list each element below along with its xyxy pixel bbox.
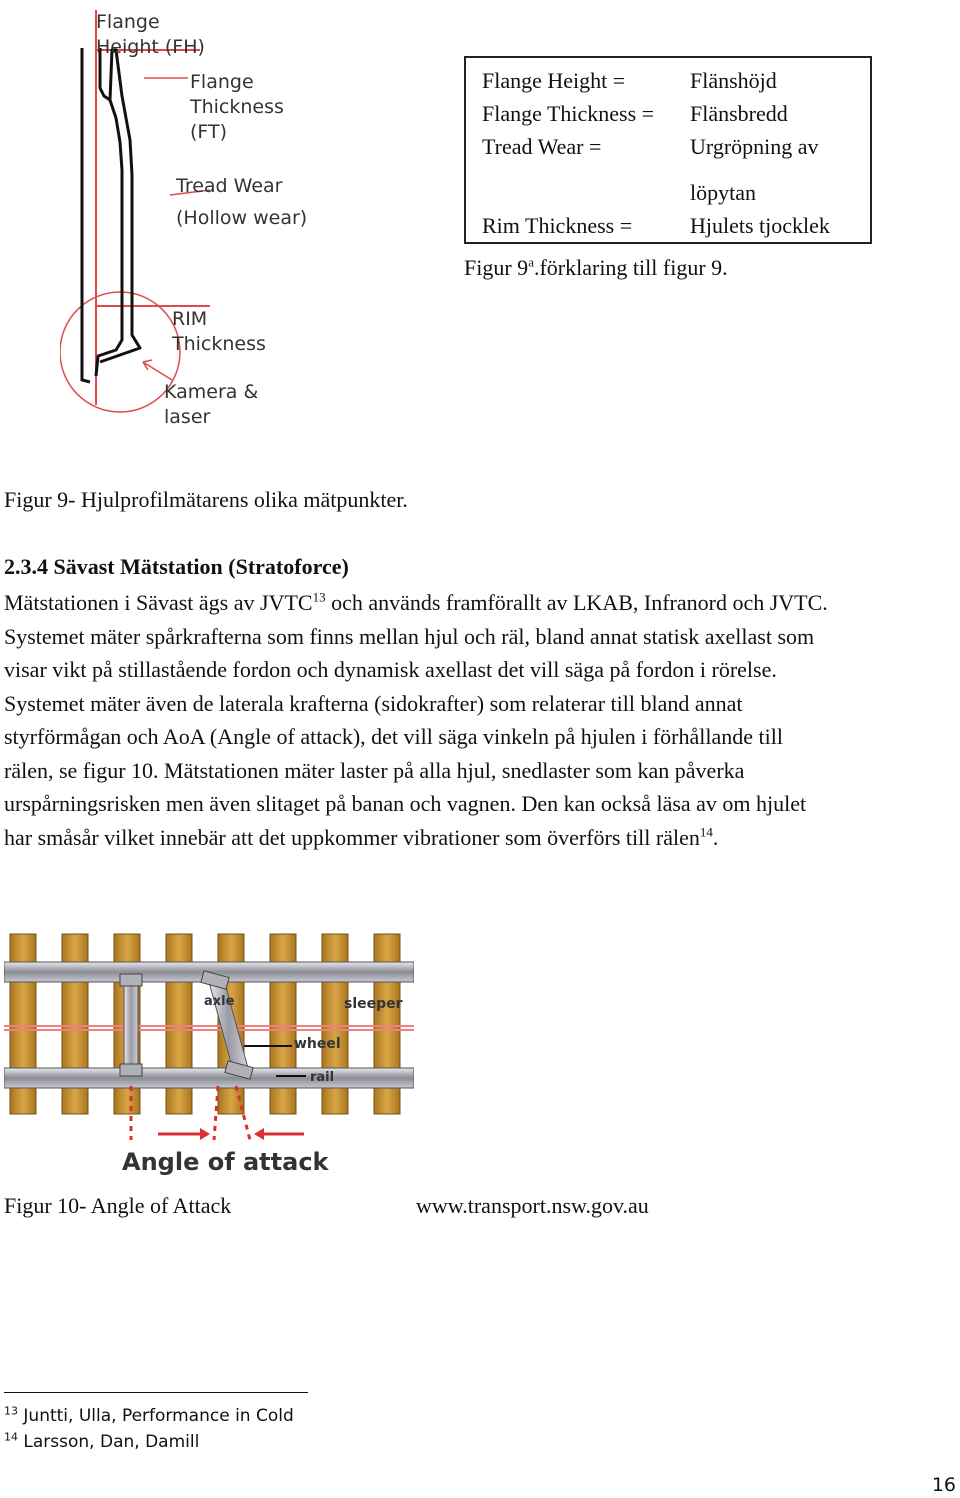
figure-9a-legend: Flange Height = Flänshöjd Flange Thickne… xyxy=(464,56,872,244)
angle-of-attack-drawing xyxy=(4,933,414,1141)
figure-9-caption: Figur 9- Hjulprofilmätarens olika mätpun… xyxy=(4,487,408,512)
body-line: Systemet mäter även de laterala kraftern… xyxy=(4,690,743,716)
flange-thickness-label: Flange Thickness (FT) xyxy=(190,71,284,143)
footnote-13: 13 Juntti, Ulla, Performance in Cold xyxy=(4,1404,294,1426)
legend-row: Rim Thickness = xyxy=(482,213,633,238)
figure-10-source: www.transport.nsw.gov.au xyxy=(416,1193,649,1218)
legend-translation: Flänshöjd xyxy=(690,68,777,93)
figure-9a-caption: Figur 9a.förklaring till figur 9. xyxy=(464,254,728,280)
section-body: Mätstationen i Sävast ägs av JVTC13 och … xyxy=(4,586,954,854)
legend-translation: löpytan xyxy=(690,180,756,205)
legend-translation: Hjulets tjocklek xyxy=(690,213,830,238)
tread-wear-label: Tread Wear (Hollow wear) xyxy=(176,175,308,229)
legend-translation: Urgröpning av xyxy=(690,134,819,159)
camera-laser-label: Kamera & laser xyxy=(164,381,259,428)
footnote-divider xyxy=(4,1392,308,1393)
legend-row: Tread Wear = xyxy=(482,134,602,159)
rail-label: rail xyxy=(310,1070,335,1085)
figure-10-diagram: axle sleeper wheel rail Angle of attack xyxy=(4,918,414,1180)
wheel-profile-drawing xyxy=(60,10,211,413)
rim-thickness-label: RIM Thickness xyxy=(172,308,266,355)
wheel-label: wheel xyxy=(294,1036,341,1052)
body-line: urspårningsrisken men även slitaget på b… xyxy=(4,791,807,816)
body-line: styrförmågan och AoA (Angle of attack), … xyxy=(4,724,783,749)
axle-label: axle xyxy=(204,994,235,1009)
legend-row: Flange Thickness = xyxy=(482,101,655,126)
legend-row: Flange Height = xyxy=(482,68,626,93)
figure-9-diagram: Flange Height (FH) Flange Thickness (FT)… xyxy=(60,0,360,440)
body-line: rälen, se figur 10. Mätstationen mäter l… xyxy=(4,757,745,783)
figure-10-caption: Figur 10- Angle of Attack xyxy=(4,1193,232,1218)
page-number: 16 xyxy=(931,1474,956,1496)
angle-of-attack-title: Angle of attack xyxy=(122,1148,329,1176)
flange-height-label: Flange Height (FH) xyxy=(96,11,205,58)
sleeper-label: sleeper xyxy=(344,996,403,1012)
footnote-14: 14 Larsson, Dan, Damill xyxy=(4,1430,200,1452)
legend-translation: Flänsbredd xyxy=(690,101,788,126)
section-heading: 2.3.4 Sävast Mätstation (Stratoforce) xyxy=(4,554,349,579)
body-line: Systemet mäter spårkrafterna som finns m… xyxy=(4,623,815,649)
body-line: visar vikt på stillastående fordon och d… xyxy=(4,657,777,682)
body-line: har småsår vilket innebär att det uppkom… xyxy=(4,824,719,850)
body-line: Mätstationen i Sävast ägs av JVTC13 och … xyxy=(4,589,828,615)
